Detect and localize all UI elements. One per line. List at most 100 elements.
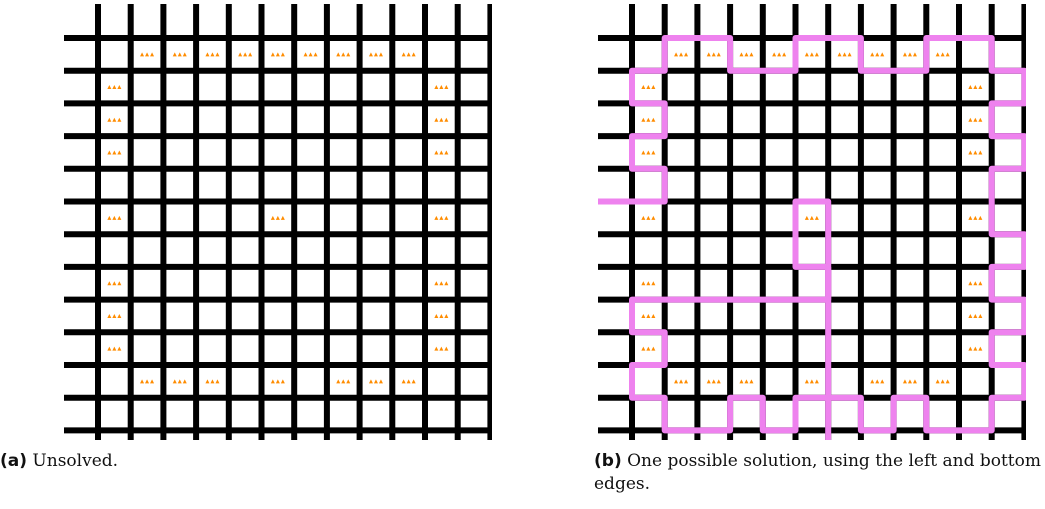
marker-triangle (973, 281, 978, 286)
marker-triangle (411, 379, 416, 384)
marker-triangle (646, 85, 651, 90)
marker-triangle (968, 117, 973, 122)
solution-path (598, 35, 1026, 434)
triangle-cluster-icon (968, 85, 983, 90)
triangle-cluster-icon (205, 52, 220, 57)
triangle-cluster-icon (107, 85, 122, 90)
triangle-cluster-icon (434, 313, 449, 318)
marker-triangle (172, 52, 177, 57)
marker-triangle (912, 379, 917, 384)
marker-triangle (870, 379, 875, 384)
marker-triangle (973, 117, 978, 122)
marker-triangle (107, 85, 112, 90)
marker-triangle (373, 379, 378, 384)
marker-triangle (646, 117, 651, 122)
triangle-cluster-icon (172, 52, 187, 57)
marker-triangle (275, 52, 280, 57)
marker-triangle (411, 52, 416, 57)
marker-triangle (280, 379, 285, 384)
marker-triangle (646, 313, 651, 318)
marker-triangle (205, 379, 210, 384)
marker-triangle (711, 52, 716, 57)
marker-triangle (978, 215, 983, 220)
marker-triangle (439, 117, 444, 122)
marker-triangle (641, 281, 646, 286)
triangle-cluster-icon (336, 379, 351, 384)
marker-triangle (968, 281, 973, 286)
marker-triangle (336, 379, 341, 384)
marker-triangle (749, 52, 754, 57)
marker-triangle (641, 215, 646, 220)
grid-lines (64, 4, 492, 440)
marker-triangle (112, 85, 117, 90)
marker-triangle (968, 346, 973, 351)
marker-triangle (804, 52, 809, 57)
triangle-cluster-icon (739, 52, 754, 57)
marker-triangle (935, 379, 940, 384)
marker-triangle (978, 346, 983, 351)
triangle-cluster-icon (772, 52, 787, 57)
triangle-cluster-icon (401, 52, 416, 57)
triangle-cluster-icon (270, 379, 285, 384)
triangle-cluster-icon (368, 379, 383, 384)
marker-triangle (945, 379, 950, 384)
marker-triangle (368, 379, 373, 384)
marker-triangle (973, 313, 978, 318)
marker-triangle (303, 52, 308, 57)
marker-triangle (842, 52, 847, 57)
marker-triangle (968, 215, 973, 220)
marker-triangle (744, 52, 749, 57)
marker-triangle (434, 85, 439, 90)
marker-triangle (935, 52, 940, 57)
solution-path-exit (629, 266, 832, 440)
marker-triangle (444, 215, 449, 220)
marker-triangle (145, 379, 150, 384)
marker-triangle (716, 52, 721, 57)
marker-triangle (651, 215, 656, 220)
marker-triangle (112, 313, 117, 318)
caption-a-text: Unsolved. (32, 451, 119, 471)
triangle-cluster-icon (674, 52, 689, 57)
marker-triangle (346, 379, 351, 384)
marker-triangle (401, 379, 406, 384)
marker-triangle (117, 346, 122, 351)
triangle-cluster-icon (434, 281, 449, 286)
marker-triangle (439, 215, 444, 220)
marker-triangle (651, 313, 656, 318)
marker-triangle (814, 379, 819, 384)
marker-triangle (117, 117, 122, 122)
triangle-cluster-icon (902, 379, 917, 384)
triangle-cluster-icon (641, 117, 656, 122)
triangle-cluster-icon (968, 215, 983, 220)
triangle-cluster-icon (935, 379, 950, 384)
marker-triangle (439, 313, 444, 318)
marker-triangle (112, 150, 117, 155)
marker-triangle (809, 379, 814, 384)
triangle-cluster-icon (641, 85, 656, 90)
marker-triangle (248, 52, 253, 57)
triangle-cluster-icon (968, 150, 983, 155)
marker-triangle (651, 85, 656, 90)
triangle-cluster-icon (270, 215, 285, 220)
triangle-cluster-icon (641, 281, 656, 286)
triangle-cluster-icon (434, 150, 449, 155)
marker-triangle (439, 150, 444, 155)
marker-triangle (809, 52, 814, 57)
triangle-cluster-icon (238, 52, 253, 57)
marker-triangle (140, 379, 145, 384)
marker-triangle (439, 346, 444, 351)
caption-b-tag: (b) (594, 451, 622, 471)
marker-triangle (641, 346, 646, 351)
triangle-cluster-icon (935, 52, 950, 57)
marker-triangle (684, 379, 689, 384)
marker-triangle (238, 52, 243, 57)
triangle-cluster-icon (107, 117, 122, 122)
triangle-cluster-icon (641, 313, 656, 318)
marker-triangle (907, 379, 912, 384)
marker-triangle (182, 379, 187, 384)
marker-triangle (378, 52, 383, 57)
marker-triangle (140, 52, 145, 57)
marker-triangle (243, 52, 248, 57)
triangle-cluster-icon (205, 379, 220, 384)
marker-triangle (406, 379, 411, 384)
